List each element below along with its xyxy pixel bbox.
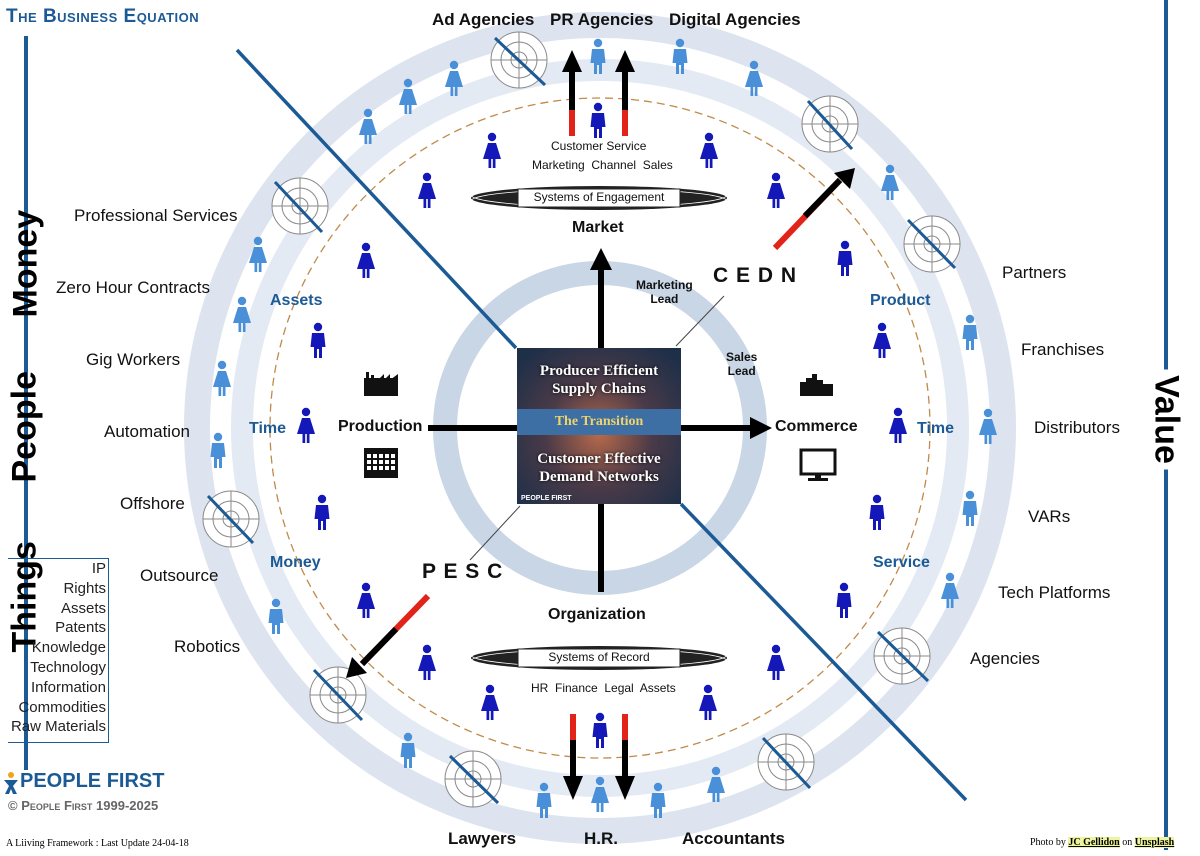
things-item: Information [30, 678, 106, 696]
pesc-arrow [346, 505, 521, 678]
diagonal-line-top [235, 48, 518, 350]
things-item: Raw Materials [10, 718, 106, 736]
footer-left: A Liiving Framework : Last Update 24-04-… [6, 838, 189, 849]
bottom-label: H.R. [584, 829, 618, 848]
inner-label-time-right: Time [917, 420, 955, 437]
inner-label-time-left: Time [249, 420, 287, 437]
center-top-text: Producer Efficient Supply Chains [539, 363, 659, 397]
left-label: Robotics [174, 637, 241, 656]
marketing-lead-label: Marketing Lead [636, 278, 693, 306]
diagonal-line-bottom [679, 502, 968, 802]
copyright: © People First 1999-2025 [8, 798, 159, 813]
left-label: Automation [104, 422, 190, 441]
center-bottom-text: Customer Effective Demand Networks [537, 451, 661, 485]
things-item: IP [91, 560, 106, 577]
commerce-label: Commerce [775, 418, 858, 435]
systems-of-record-stack [470, 642, 728, 674]
systems-of-engagement-stack [470, 182, 728, 214]
center-band: The Transition [517, 409, 681, 435]
top-label: Digital Agencies [669, 10, 801, 29]
brand-name: PEOPLE FIRST [20, 770, 165, 792]
arrow-to-commerce [681, 417, 772, 439]
arrow-up-ad-agencies [562, 50, 582, 136]
axis-money: Money [6, 209, 45, 318]
right-label: Distributors [1034, 418, 1120, 437]
top-label: PR Agencies [550, 10, 654, 29]
right-label: Agencies [970, 649, 1040, 668]
calendar-icon [364, 448, 398, 478]
axis-value: Value [1146, 369, 1186, 470]
right-label: VARs [1028, 507, 1071, 526]
arrow-up-pr-agencies [615, 50, 635, 136]
axis-people: People [5, 371, 44, 483]
things-item: Assets [60, 599, 106, 617]
pesc-label: P E S C [422, 560, 504, 583]
organization-line1: HR Finance Legal Assets [531, 681, 676, 695]
cedn-arrow [675, 168, 855, 347]
footer-right: Photo by JC Gellidon on Unsplash [1030, 837, 1175, 848]
monitor-icon [799, 448, 837, 481]
right-label: Tech Platforms [998, 583, 1111, 602]
things-item: Patents [55, 619, 106, 637]
people-first-logo-icon [4, 772, 18, 794]
systems-of-engagement-label: Systems of Engagement [533, 190, 665, 204]
inner-label-assets: Assets [270, 292, 323, 309]
left-label: Offshore [120, 494, 185, 513]
center-transition-panel: Producer Efficient Supply Chains The Tra… [517, 348, 681, 504]
page-title: The Business Equation [6, 6, 200, 27]
left-label: Gig Workers [86, 350, 181, 369]
line-to-organization [598, 504, 604, 592]
line-to-production [428, 425, 517, 431]
photo-author-link[interactable]: JC Gellidon [1068, 837, 1120, 848]
left-label: Professional Services [74, 206, 238, 225]
things-list: IP Rights Assets Patents Knowledge Techn… [8, 558, 109, 743]
left-label: Outsource [140, 566, 219, 585]
production-label: Production [338, 418, 423, 435]
things-item: Technology [30, 658, 106, 676]
bottom-label: Lawyers [448, 829, 517, 848]
systems-of-record-label: Systems of Record [548, 650, 650, 664]
outer-ring [184, 12, 1016, 844]
market-label: Market [572, 219, 624, 236]
bottom-label: Accountants [682, 829, 785, 848]
arrow-to-market [590, 248, 612, 348]
right-label: Franchises [1021, 340, 1105, 359]
city-skyline-icon [800, 374, 833, 396]
center-brand: PEOPLE FIRST [521, 495, 572, 502]
market-line2: Marketing Channel Sales [532, 158, 673, 172]
factory-icon [364, 372, 398, 396]
top-label: Ad Agencies [432, 10, 535, 29]
center-middle-text: The Transition [554, 414, 644, 429]
things-item: Knowledge [31, 639, 106, 657]
inner-label-service: Service [873, 554, 930, 571]
things-item: Rights [63, 579, 106, 597]
organization-label: Organization [548, 606, 646, 623]
cedn-label: C E D N [713, 264, 798, 287]
roundabout-icon [202, 31, 961, 808]
things-item: Commodities [18, 698, 106, 716]
inner-label-product: Product [870, 292, 931, 309]
unsplash-link[interactable]: Unsplash [1134, 837, 1175, 848]
inner-label-money: Money [270, 554, 321, 571]
sales-lead-label: Sales Lead [726, 350, 758, 378]
left-label: Zero Hour Contracts [56, 278, 210, 297]
right-label: Partners [1002, 263, 1067, 282]
dashed-ring [269, 97, 931, 759]
arrow-down-lawyers [563, 714, 583, 800]
market-line1: Customer Service [551, 139, 647, 153]
arrow-down-accountants [615, 714, 635, 800]
